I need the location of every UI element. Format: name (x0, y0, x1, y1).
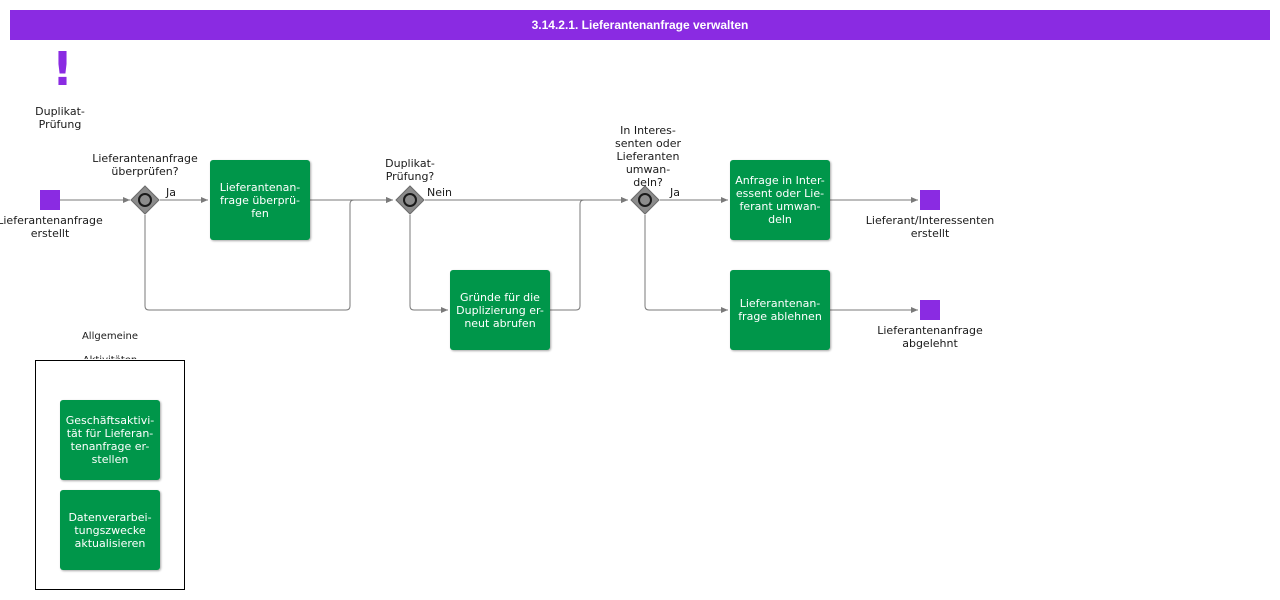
end-event-rejected-label: Lieferantenanfrage abgelehnt (877, 324, 983, 350)
start-event[interactable] (40, 190, 60, 210)
gateway-check-request-label: Lieferantenanfrage überprüfen? (92, 152, 198, 178)
edge-task-reasons-to-gw3 (550, 197, 628, 311)
edge-label-ja-2: Ja (670, 186, 680, 199)
edge-gw1-bypass (144, 197, 393, 311)
general-activities-group (35, 360, 185, 590)
end-event-created-label: Lieferant/Interessenten erstellt (865, 214, 995, 240)
edge-label-ja-1: Ja (166, 186, 176, 199)
edge-label-nein: Nein (427, 186, 453, 199)
exclamation-icon: ! (52, 42, 73, 96)
gateway-convert (630, 185, 660, 215)
annotation-label: Duplikat- Prüfung (35, 105, 85, 131)
end-event-rejected[interactable] (920, 300, 940, 320)
task-retrieve-reasons[interactable]: Gründe für die Duplizierung er- neut abr… (450, 270, 550, 350)
start-event-label: Lieferantenanfrage erstellt (0, 214, 103, 240)
edge-gw3-to-reject (644, 215, 728, 313)
gateway-convert-label: In Interes- senten oder Lieferanten umwa… (614, 124, 682, 189)
task-update-processing-purposes[interactable]: Datenverarbei- tungszwecke aktualisieren (60, 490, 160, 570)
task-convert[interactable]: Anfrage in Inter- essent oder Lie- feran… (730, 160, 830, 240)
general-activities-label: Allgemeine Aktivitäten (81, 331, 139, 359)
gateway-check-request (130, 185, 160, 215)
gateway-duplicate-check-label: Duplikat- Prüfung? (385, 157, 435, 183)
diagram-title: 3.14.2.1. Lieferantenanfrage verwalten (10, 10, 1270, 40)
end-event-created[interactable] (920, 190, 940, 210)
edge-gw2-to-task-reasons (409, 215, 448, 313)
task-create-business-activity[interactable]: Geschäftsaktivi- tät für Lieferan- tenan… (60, 400, 160, 480)
task-check-request[interactable]: Lieferantenan- frage überprü- fen (210, 160, 310, 240)
task-reject[interactable]: Lieferantenan- frage ablehnen (730, 270, 830, 350)
gateway-duplicate-check (395, 185, 425, 215)
